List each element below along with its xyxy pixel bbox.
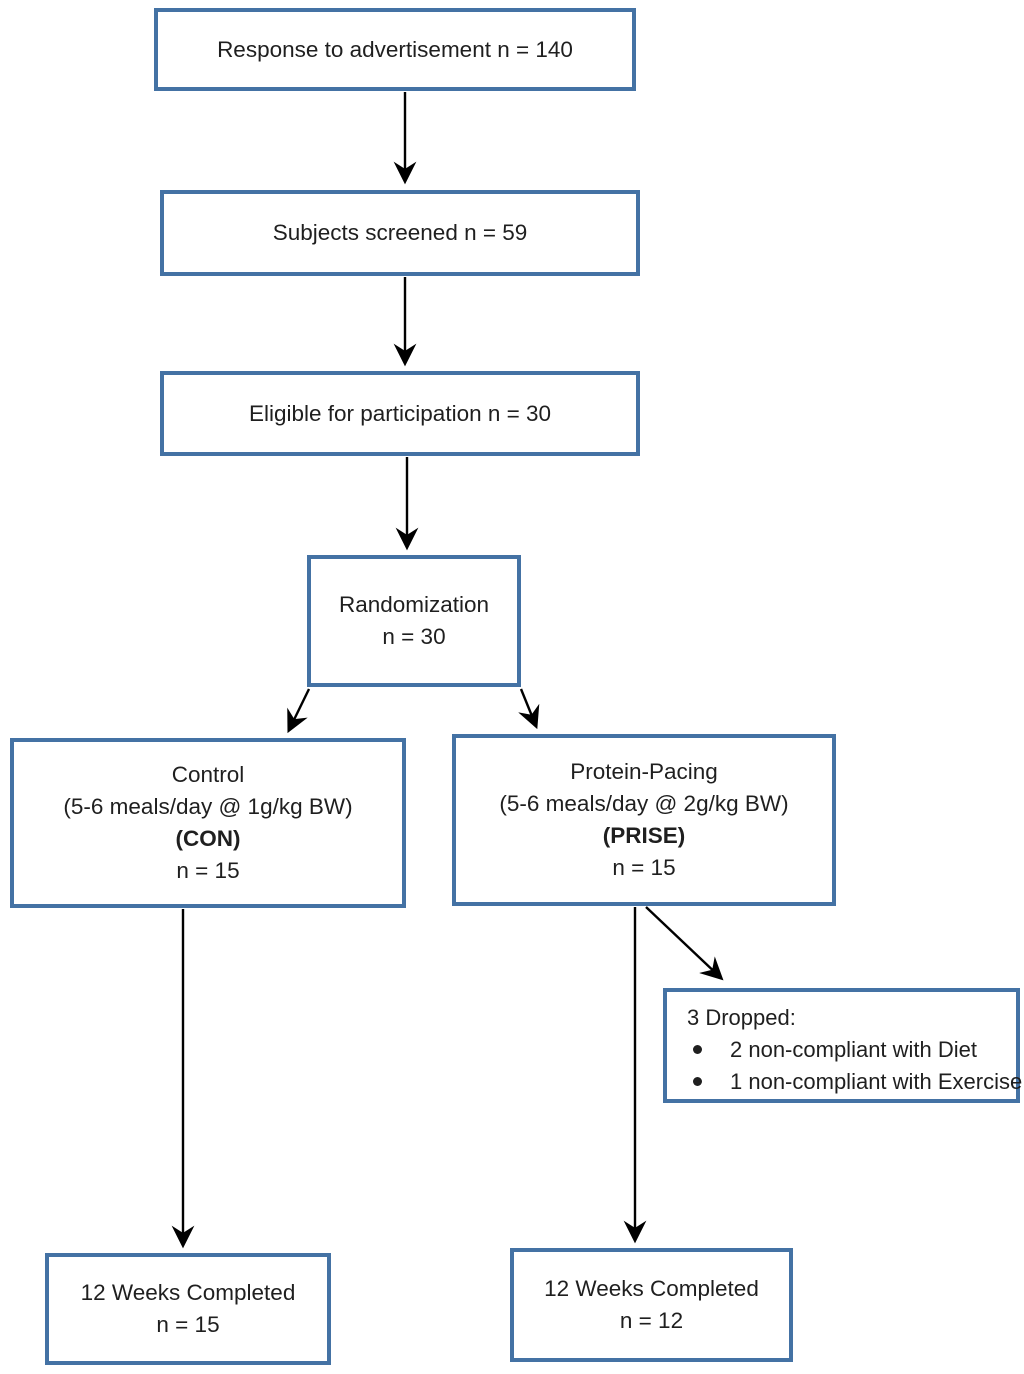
dropped-item-exercise-label: 1 non-compliant with Exercise <box>730 1068 1023 1094</box>
completed-prise-n: n = 12 <box>619 1308 684 1333</box>
control-abbrev: (CON) <box>175 826 241 851</box>
dropped-item-diet: 2 non-compliant with Diet <box>687 1034 977 1066</box>
box-eligible-label: Eligible for participation n = 30 <box>248 400 552 426</box>
completed-control-title: 12 Weeks Completed <box>80 1280 296 1306</box>
randomization-n: n = 30 <box>382 624 446 649</box>
arrow-randomization-to-prise <box>518 688 540 730</box>
box-protein-pacing-group: Protein-Pacing (5-6 meals/day @ 2g/kg BW… <box>452 734 836 906</box>
box-response-to-advertisement: Response to advertisement n = 140 <box>154 8 636 91</box>
dropped-item-exercise: 1 non-compliant with Exercise <box>687 1066 1022 1098</box>
prise-abbrev: (PRISE) <box>602 823 686 848</box>
prise-title: Protein-Pacing <box>570 759 718 785</box>
dropped-title: 3 Dropped: <box>687 1005 796 1030</box>
box-screened-label: Subjects screened n = 59 <box>272 220 528 246</box>
box-subjects-screened: Subjects screened n = 59 <box>160 190 640 276</box>
box-dropped: 3 Dropped: 2 non-compliant with Diet 1 n… <box>663 988 1022 1103</box>
box-completed-prise: 12 Weeks Completed n = 12 <box>510 1248 793 1362</box>
box-completed-control: 12 Weeks Completed n = 15 <box>45 1253 331 1365</box>
prise-dose: (5-6 meals/day @ 2g/kg BW) <box>499 791 789 817</box>
completed-prise-title: 12 Weeks Completed <box>544 1276 759 1302</box>
control-title: Control <box>171 762 245 788</box>
box-randomization: Randomization n = 30 <box>307 555 521 687</box>
box-response-label: Response to advertisement n = 140 <box>217 36 573 62</box>
randomization-title: Randomization <box>338 592 490 618</box>
arrow-prise-to-dropped <box>645 906 724 981</box>
bullet-icon <box>693 1045 702 1055</box>
dropped-item-diet-label: 2 non-compliant with Diet <box>730 1036 978 1062</box>
box-eligible: Eligible for participation n = 30 <box>160 371 640 456</box>
control-dose: (5-6 meals/day @ 1g/kg BW) <box>63 794 353 820</box>
arrow-randomization-to-control <box>287 688 311 734</box>
completed-control-n: n = 15 <box>156 1312 220 1337</box>
box-control-group: Control (5-6 meals/day @ 1g/kg BW) (CON)… <box>10 738 406 908</box>
control-n: n = 15 <box>176 857 240 883</box>
bullet-icon <box>693 1077 702 1087</box>
prise-n: n = 15 <box>612 854 676 880</box>
